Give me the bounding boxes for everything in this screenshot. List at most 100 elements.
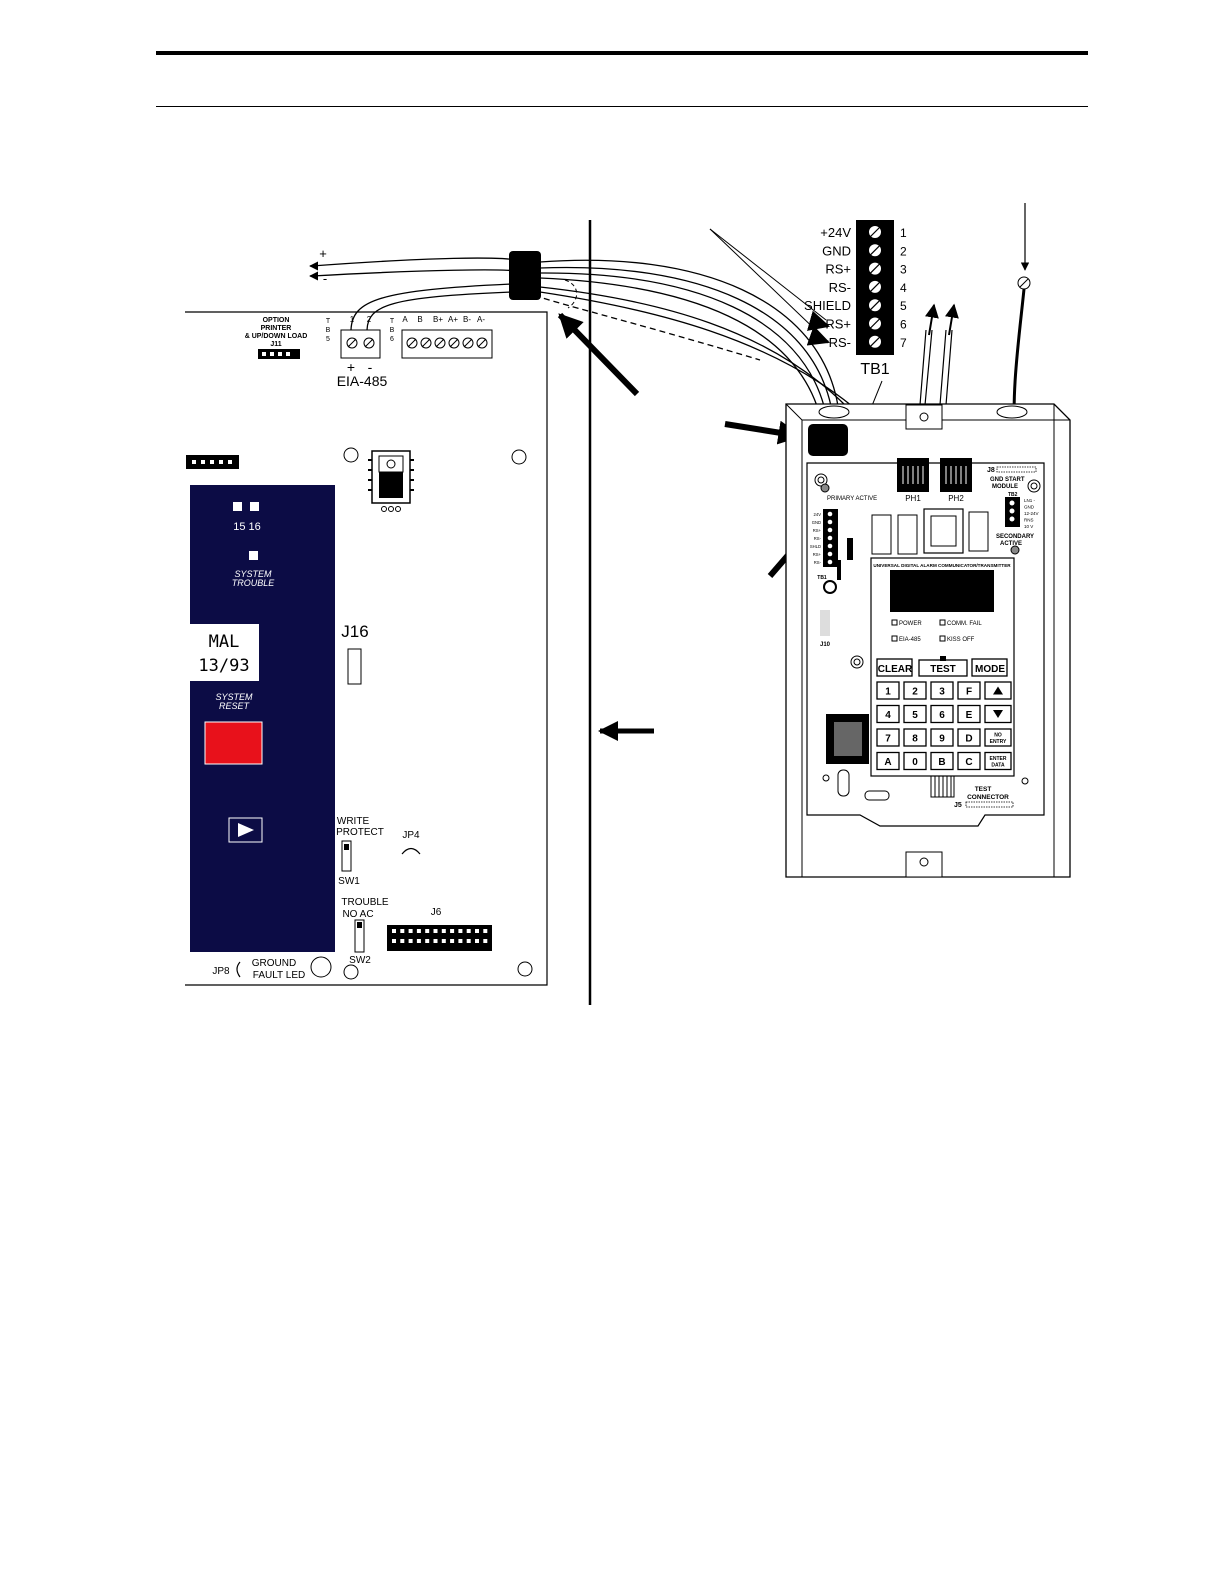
keypad-key[interactable]: 7 — [876, 728, 900, 747]
key-label: 6 — [939, 710, 945, 721]
j10-connector — [820, 610, 830, 636]
ph2-label: PH2 — [948, 494, 964, 503]
keypad-key[interactable]: 8 — [903, 728, 927, 747]
tb2-pin-label: GND — [1024, 505, 1035, 510]
annunciator-panel — [190, 485, 335, 952]
tb1-terminal-number: 2 — [900, 244, 907, 258]
mal-label-card — [190, 624, 259, 681]
keypad-key[interactable]: 3 — [930, 681, 954, 700]
eia485-minus: - — [368, 359, 373, 375]
jp8-label: JP8 — [212, 966, 230, 977]
phone-jack-ph1[interactable] — [897, 458, 929, 492]
tb6-label-t: T — [390, 318, 395, 325]
eia485-label: EIA-485 — [337, 373, 388, 389]
wire-minus-label: - — [323, 271, 327, 286]
keypad-key[interactable]: ▲ — [0, 0, 1012, 700]
j6-pin — [400, 929, 405, 933]
j11-label: J11 — [270, 341, 281, 348]
tb1-terminal-number: 1 — [900, 226, 907, 240]
ground-fault-label-1: GROUND — [252, 958, 296, 969]
play-icon — [238, 823, 254, 837]
board-tb1-pin-label: 24V — [814, 512, 822, 517]
phone-arrow-1 — [925, 303, 939, 336]
j6-pin — [458, 929, 463, 933]
j6-pin — [475, 929, 479, 933]
keypad-key[interactable]: E — [957, 704, 981, 724]
mode-key[interactable] — [971, 658, 1008, 677]
fire-panel: OPTION PRINTER & UP/DOWN LOAD J11 T B 5 … — [185, 311, 548, 986]
phone-jack-ph2[interactable] — [940, 458, 972, 492]
knockout — [996, 405, 1028, 419]
keypad-key[interactable]: F — [957, 681, 981, 700]
keypad-key[interactable]: 5 — [903, 704, 927, 724]
ph1-label: PH1 — [905, 494, 921, 503]
phone-arrow-2 — [945, 303, 959, 336]
clear-key[interactable] — [876, 658, 913, 677]
system-reset-label-2: RESET — [219, 701, 251, 711]
panel-board-outline — [185, 311, 548, 986]
j6-pin — [416, 929, 421, 933]
mode-key-label: MODE — [975, 664, 1005, 675]
key-label: 8 — [912, 734, 918, 745]
jp8-jumper[interactable] — [236, 961, 241, 978]
keypad-key[interactable]: 2 — [903, 681, 927, 700]
write-protect-label-1: WRITE — [337, 816, 370, 827]
tb1-signal-label: +24V — [820, 225, 851, 240]
keypad-key[interactable]: 9 — [930, 728, 954, 747]
j6-pin — [475, 939, 479, 943]
gnd-start-label-1: GND START — [990, 477, 1025, 483]
sw1-switch[interactable] — [341, 840, 352, 872]
tb1-name: TB1 — [860, 361, 889, 378]
key-label: NO — [994, 733, 1002, 739]
tb2-label: TB2 — [1008, 492, 1018, 498]
relay — [897, 514, 918, 555]
keypad-key[interactable]: 6 — [930, 704, 954, 724]
board-tb1-pin-label: RS+ — [813, 528, 822, 533]
tb6-terminal-b: B — [417, 315, 422, 324]
tb1-signal-label: RS+ — [825, 262, 851, 277]
keypad-key[interactable]: A — [876, 751, 900, 771]
keypad-key[interactable]: B — [930, 751, 954, 771]
keypad-key[interactable]: 4 — [876, 704, 900, 724]
secondary-active-label-1: SECONDARY — [996, 534, 1034, 540]
secondary-active-label-2: ACTIVE — [1000, 541, 1022, 547]
key-label: 2 — [912, 687, 918, 698]
j6-pin — [466, 929, 471, 933]
keypad-key[interactable]: ▼ — [0, 0, 1012, 724]
tb1-terminal-number: 5 — [900, 299, 907, 313]
keypad-key[interactable]: 1 — [876, 681, 900, 700]
tb6-terminal-bplus: B+ — [433, 315, 443, 324]
relay — [871, 514, 892, 555]
tb1-terminal-number: 3 — [900, 263, 907, 277]
trouble-no-ac-label-2: NO AC — [342, 909, 373, 920]
j6-pin — [425, 929, 430, 933]
key-label: 0 — [912, 757, 918, 768]
system-reset-button[interactable] — [204, 721, 263, 765]
tb1-terminal-number: 4 — [900, 281, 907, 295]
jp4-jumper[interactable] — [401, 847, 421, 855]
keypad-key[interactable]: D — [957, 728, 981, 747]
trouble-no-ac-label-1: TROUBLE — [341, 897, 389, 908]
tb6-label-b: B — [390, 327, 395, 334]
key-label: A — [884, 757, 891, 768]
keypad-key[interactable]: 0 — [903, 751, 927, 771]
tb1-signal-label: RS- — [829, 335, 851, 350]
printer-label: PRINTER — [261, 325, 292, 332]
j6-pin — [466, 939, 471, 943]
udact-title: UNIVERSAL DIGITAL ALARM COMMUNICATOR/TRA… — [873, 563, 1011, 568]
tb1-signal-label: GND — [822, 243, 851, 258]
j5-label: J5 — [954, 802, 962, 809]
j6-pin — [450, 929, 455, 933]
led-numbers: 15 16 — [233, 521, 261, 533]
clear-key-label: CLEAR — [878, 664, 913, 675]
key-label: D — [965, 734, 972, 745]
board-screw — [823, 580, 837, 594]
led-15 — [233, 502, 242, 511]
keypad-key[interactable]: C — [957, 751, 981, 771]
board-tb1-pin-label: SHLD — [810, 544, 821, 549]
sw2-switch[interactable] — [354, 919, 365, 953]
